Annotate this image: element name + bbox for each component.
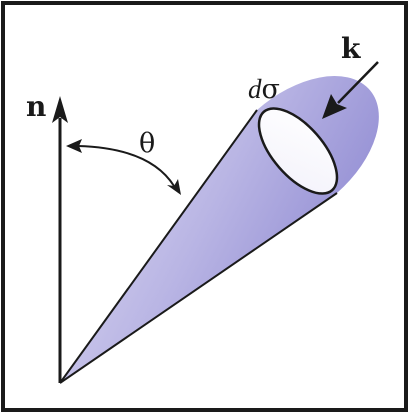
normal-vector-label: n — [26, 90, 46, 123]
angle-arc — [77, 145, 175, 187]
angle-arc-arrowhead-end — [167, 179, 181, 195]
angle-label: θ — [139, 128, 155, 159]
normal-vector-arrowhead — [52, 96, 68, 123]
wave-vector-shaft — [337, 61, 379, 104]
solid-angle-d: d — [248, 74, 262, 104]
cone-edge-lower — [59, 192, 338, 384]
angle-arc-arrowhead-start — [66, 139, 82, 153]
solid-angle-label: dσ — [248, 74, 280, 105]
wave-vector-label: k — [341, 32, 361, 65]
wave-vector-arrowhead — [322, 94, 347, 119]
cone-opening — [257, 107, 339, 195]
solid-angle-sigma: σ — [262, 74, 280, 105]
cone-edge-upper — [59, 109, 258, 384]
